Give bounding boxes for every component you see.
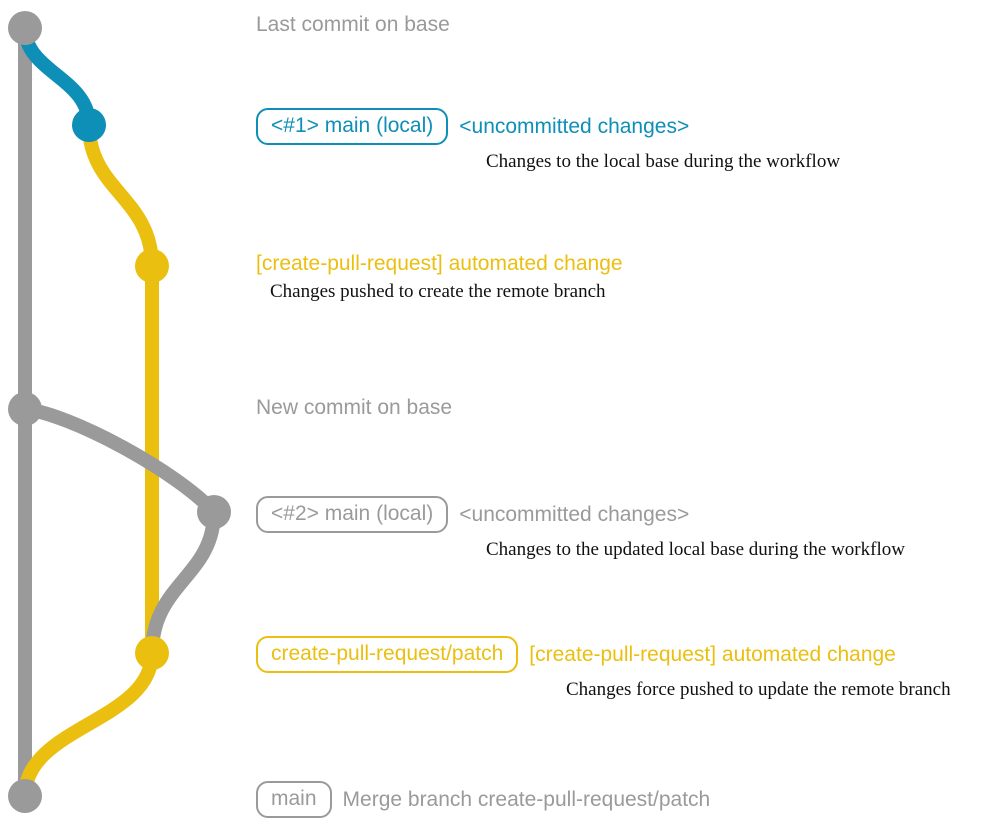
ref-badge-main-local-2[interactable]: <#2> main (local): [256, 496, 449, 534]
edge-basenew-to-local2: [18, 402, 221, 519]
commit-note: Changes pushed to create the remote bran…: [270, 281, 606, 303]
entry-head: main Merge branch create-pull-request/pa…: [256, 781, 711, 819]
commit-node-local-2[interactable]: [197, 495, 231, 529]
commit-subject: Last commit on base: [256, 13, 450, 36]
edge-auto2-to-merge: [18, 646, 159, 803]
commit-node-merge-main[interactable]: [8, 779, 42, 813]
commit-subject: Merge branch create-pull-request/patch: [342, 787, 711, 811]
commit-node-base-new[interactable]: [8, 392, 42, 426]
commit-subject: New commit on base: [256, 396, 453, 419]
commit-subject: [create-pull-request] automated change: [256, 252, 623, 275]
commit-node-auto-2[interactable]: [135, 636, 169, 670]
commit-subject: [create-pull-request] automated change: [529, 642, 896, 666]
commit-entry-merge-commit: main Merge branch create-pull-request/pa…: [256, 781, 711, 819]
edge-local2-to-auto2: [145, 505, 221, 660]
commit-entry-local-uncommitted-1: <#1> main (local) <uncommitted changes> …: [256, 108, 840, 173]
commit-entry-local-uncommitted-2: <#2> main (local) <uncommitted changes> …: [256, 496, 905, 561]
commit-note: Changes force pushed to update the remot…: [566, 679, 951, 701]
entry-head: <#2> main (local) <uncommitted changes>: [256, 496, 905, 534]
commit-subject: <uncommitted changes>: [459, 502, 690, 526]
commit-entry-new-commit-on-base: New commit on base: [256, 396, 453, 419]
entry-head: Last commit on base: [256, 13, 450, 36]
entry-head: create-pull-request/patch [create-pull-r…: [256, 636, 951, 674]
ref-badge-create-pull-request-patch[interactable]: create-pull-request/patch: [256, 636, 519, 674]
commit-note: Changes to the updated local base during…: [486, 539, 905, 561]
ref-badge-main-local-1[interactable]: <#1> main (local): [256, 108, 449, 146]
edge-local1-to-auto1: [82, 118, 159, 273]
commit-node-base-last[interactable]: [8, 11, 42, 45]
commit-note: Changes to the local base during the wor…: [486, 151, 841, 173]
entry-head: <#1> main (local) <uncommitted changes>: [256, 108, 840, 146]
commit-node-auto-1[interactable]: [135, 249, 169, 283]
ref-badge-main[interactable]: main: [256, 781, 332, 819]
entry-head: New commit on base: [256, 396, 453, 419]
commit-entry-automated-change-2: create-pull-request/patch [create-pull-r…: [256, 636, 951, 701]
commit-entry-automated-change-1: [create-pull-request] automated change C…: [256, 252, 623, 303]
commit-subject: <uncommitted changes>: [459, 114, 690, 138]
commit-node-local-1[interactable]: [72, 108, 106, 142]
entry-head: [create-pull-request] automated change: [256, 252, 623, 275]
commit-entry-last-commit-on-base: Last commit on base: [256, 13, 450, 36]
